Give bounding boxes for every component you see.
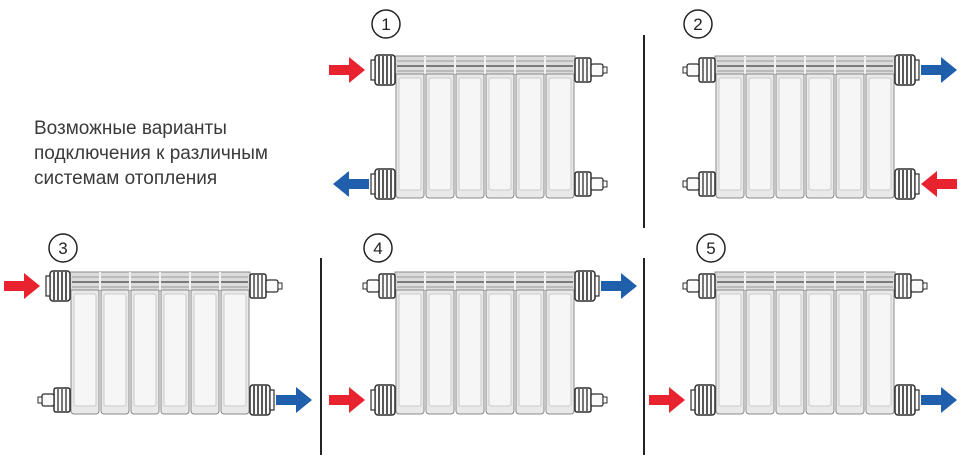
arrow-right-icon	[601, 273, 637, 299]
caption-line-1: Возможные варианты	[34, 118, 227, 139]
radiator-1	[394, 55, 576, 199]
nipple-icon	[249, 384, 275, 416]
number-ring	[371, 9, 401, 39]
nipple-icon	[370, 54, 396, 86]
caption: Возможные варианты подключения к различн…	[34, 116, 324, 191]
arrow-right-icon	[649, 387, 685, 413]
diagram-number-3: 3	[48, 233, 78, 263]
nipple-icon	[370, 384, 396, 416]
diagram-4: 4	[329, 233, 637, 416]
arrow-right-icon	[4, 273, 40, 299]
diagram-1: 1	[329, 9, 608, 200]
arrow-right-icon	[329, 57, 365, 83]
plug-icon	[682, 57, 716, 83]
number-label: 5	[706, 239, 715, 258]
diagram-number-5: 5	[696, 233, 726, 263]
radiator-4	[394, 271, 576, 415]
number-label: 2	[693, 15, 702, 34]
number-label: 4	[373, 239, 382, 258]
radiator-3	[69, 271, 251, 415]
nipple-icon	[690, 384, 716, 416]
number-ring	[363, 233, 393, 263]
plug-icon	[894, 273, 928, 299]
plug-icon	[682, 171, 716, 197]
diagram-number-1: 1	[371, 9, 401, 39]
radiator-2	[714, 55, 896, 199]
diagram-3: 3	[4, 233, 312, 416]
arrow-right-icon	[276, 387, 312, 413]
caption-line-3: системам отопления	[34, 168, 218, 189]
number-label: 1	[381, 15, 390, 34]
nipple-icon	[370, 168, 396, 200]
nipple-icon	[45, 270, 71, 302]
plug-icon	[574, 171, 608, 197]
plug-icon	[574, 57, 608, 83]
arrow-right-icon	[921, 387, 957, 413]
arrow-left-icon	[333, 171, 369, 197]
plug-icon	[682, 273, 716, 299]
nipple-icon	[894, 168, 920, 200]
number-label: 3	[58, 239, 67, 258]
nipple-icon	[574, 270, 600, 302]
nipple-icon	[894, 384, 920, 416]
arrow-right-icon	[921, 57, 957, 83]
diagram-number-2: 2	[683, 9, 713, 39]
number-ring	[696, 233, 726, 263]
diagram-5: 5	[649, 233, 957, 416]
plug-icon	[249, 273, 283, 299]
arrow-left-icon	[921, 171, 957, 197]
plug-icon	[362, 273, 396, 299]
radiator-5	[714, 271, 896, 415]
caption-line-2: подключения к различным	[34, 143, 268, 164]
number-ring	[48, 233, 78, 263]
diagram-2: 2	[682, 9, 957, 200]
plug-icon	[37, 387, 71, 413]
number-ring	[683, 9, 713, 39]
nipple-icon	[894, 54, 920, 86]
diagram-number-4: 4	[363, 233, 393, 263]
plug-icon	[574, 387, 608, 413]
arrow-right-icon	[329, 387, 365, 413]
